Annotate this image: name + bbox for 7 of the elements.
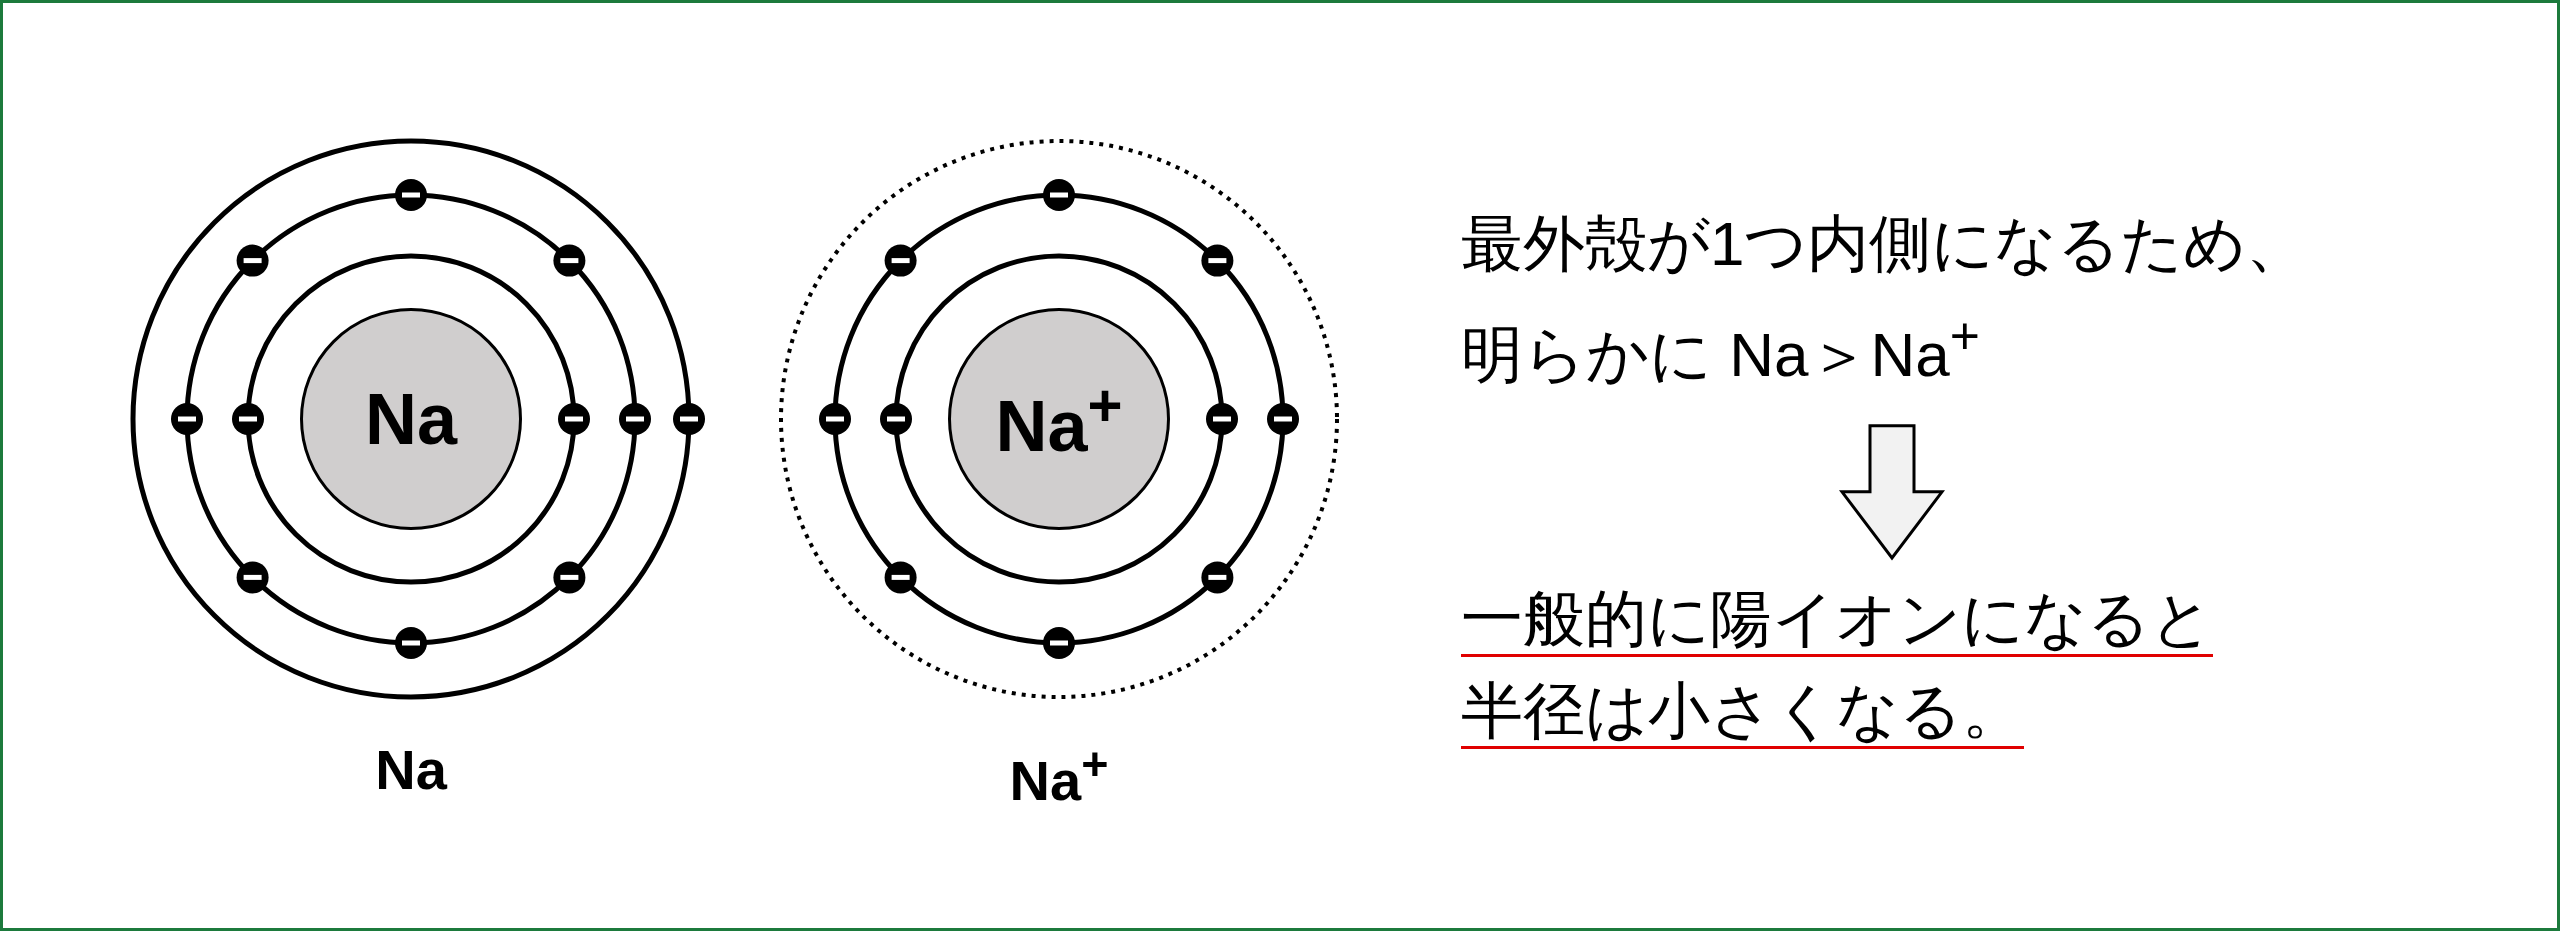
atom-caption: Na [375,737,447,802]
nucleus-label: Na [364,378,457,460]
atom-caption: Na$^{+}$ [1009,737,1109,813]
nucleus-label: Na$^{+}$ [995,371,1123,467]
down-block-arrow [1839,424,1945,561]
explanation-text: 一般的に陽イオンになると半径は小さくなる。 [1461,583,2214,747]
explanation-text: 最外殻が1つ内側になるため、明らかに Na＞Na$^{+}$ [1461,208,2310,391]
